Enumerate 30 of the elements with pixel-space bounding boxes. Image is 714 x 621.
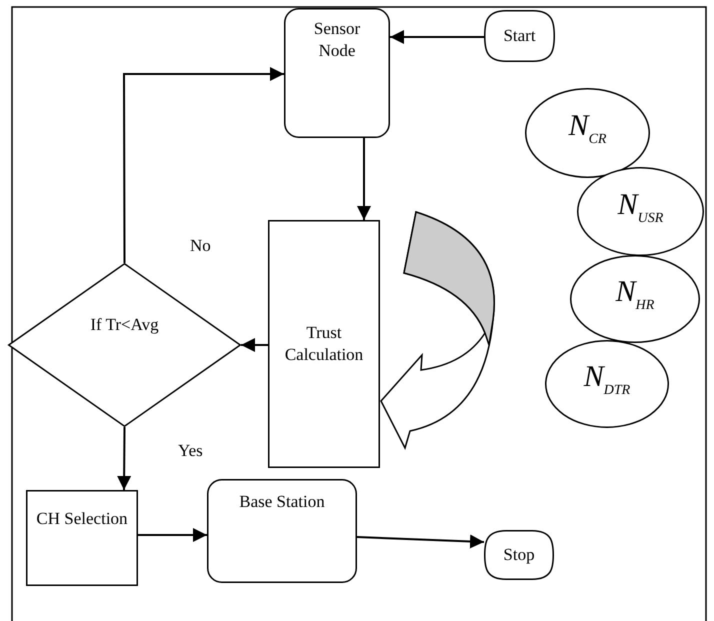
process-box xyxy=(26,490,138,586)
node-label: Trust Calculation xyxy=(284,322,364,366)
arrow xyxy=(241,338,268,352)
ellipse-node xyxy=(570,255,700,343)
terminal-box xyxy=(484,10,555,62)
arrow xyxy=(357,138,371,220)
arrow xyxy=(117,427,132,490)
arrow xyxy=(390,30,484,44)
ellipse-node xyxy=(525,88,650,178)
node-symbol: N$_{USR}$ xyxy=(618,190,664,228)
process-box xyxy=(268,220,380,468)
node-label: Base Station xyxy=(239,491,325,513)
arrow xyxy=(356,534,484,548)
node-label: Stop xyxy=(503,544,535,566)
node-symbol: N$_{DTR}$ xyxy=(584,362,630,400)
node-label: CH Selection xyxy=(36,508,128,530)
ellipse-node xyxy=(545,340,669,428)
node-label: Sensor Node xyxy=(312,18,362,62)
process-box xyxy=(207,479,357,583)
node-label: If Tr<Avg xyxy=(90,314,159,336)
decision-diamond xyxy=(8,263,241,427)
arrow xyxy=(138,528,207,542)
node-label: Start xyxy=(503,25,536,47)
arrow xyxy=(123,67,284,263)
curved-block-arrow xyxy=(380,211,495,449)
terminal-box xyxy=(484,530,554,580)
process-box xyxy=(284,8,390,138)
ellipse-node xyxy=(577,167,704,256)
node-symbol: N$_{HR}$ xyxy=(616,277,654,315)
node-symbol: N$_{CR}$ xyxy=(568,111,606,149)
